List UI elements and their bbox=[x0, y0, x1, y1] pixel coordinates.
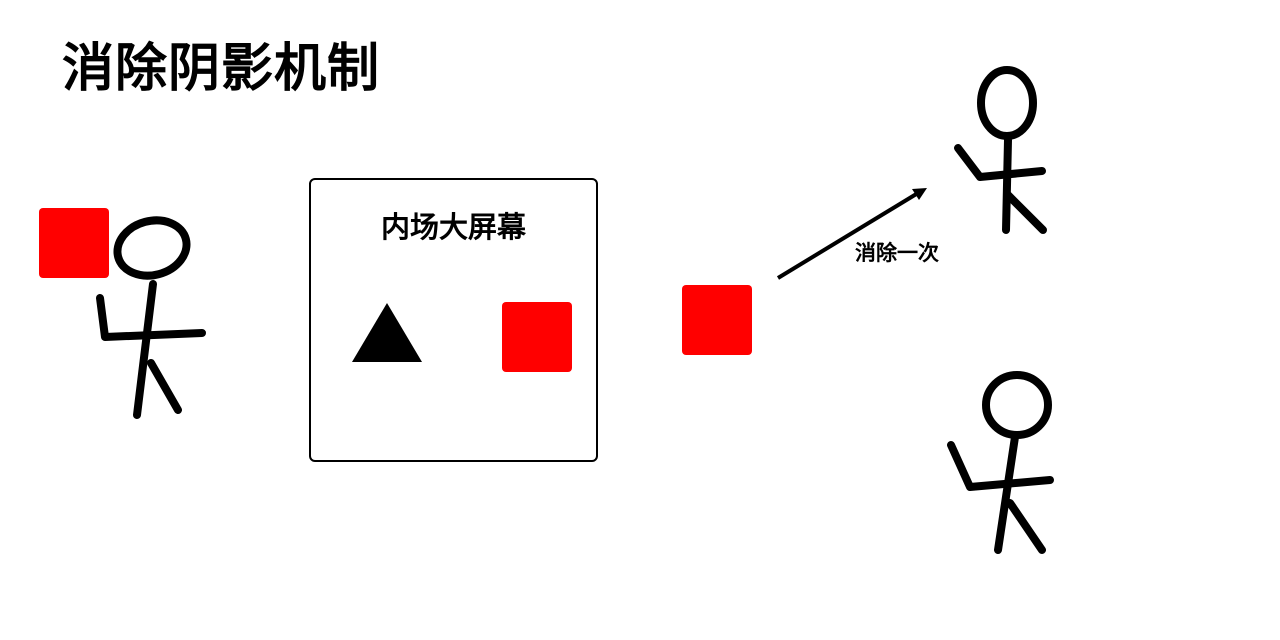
black-triangle bbox=[352, 303, 422, 362]
screen-title: 内场大屏幕 bbox=[380, 210, 526, 244]
stick-figure-top-right bbox=[954, 66, 1047, 234]
inner-big-screen: 内场大屏幕 bbox=[309, 178, 598, 462]
red-square-on-screen bbox=[502, 302, 572, 372]
stick-figure-left bbox=[96, 216, 206, 419]
stick-figure-bottom-right bbox=[947, 371, 1054, 554]
red-square-left bbox=[39, 208, 109, 278]
arrow-label: 消除一次 bbox=[855, 241, 939, 265]
arrow bbox=[776, 188, 927, 280]
red-square-middle bbox=[682, 285, 752, 355]
page-title: 消除阴影机制 bbox=[62, 39, 381, 99]
